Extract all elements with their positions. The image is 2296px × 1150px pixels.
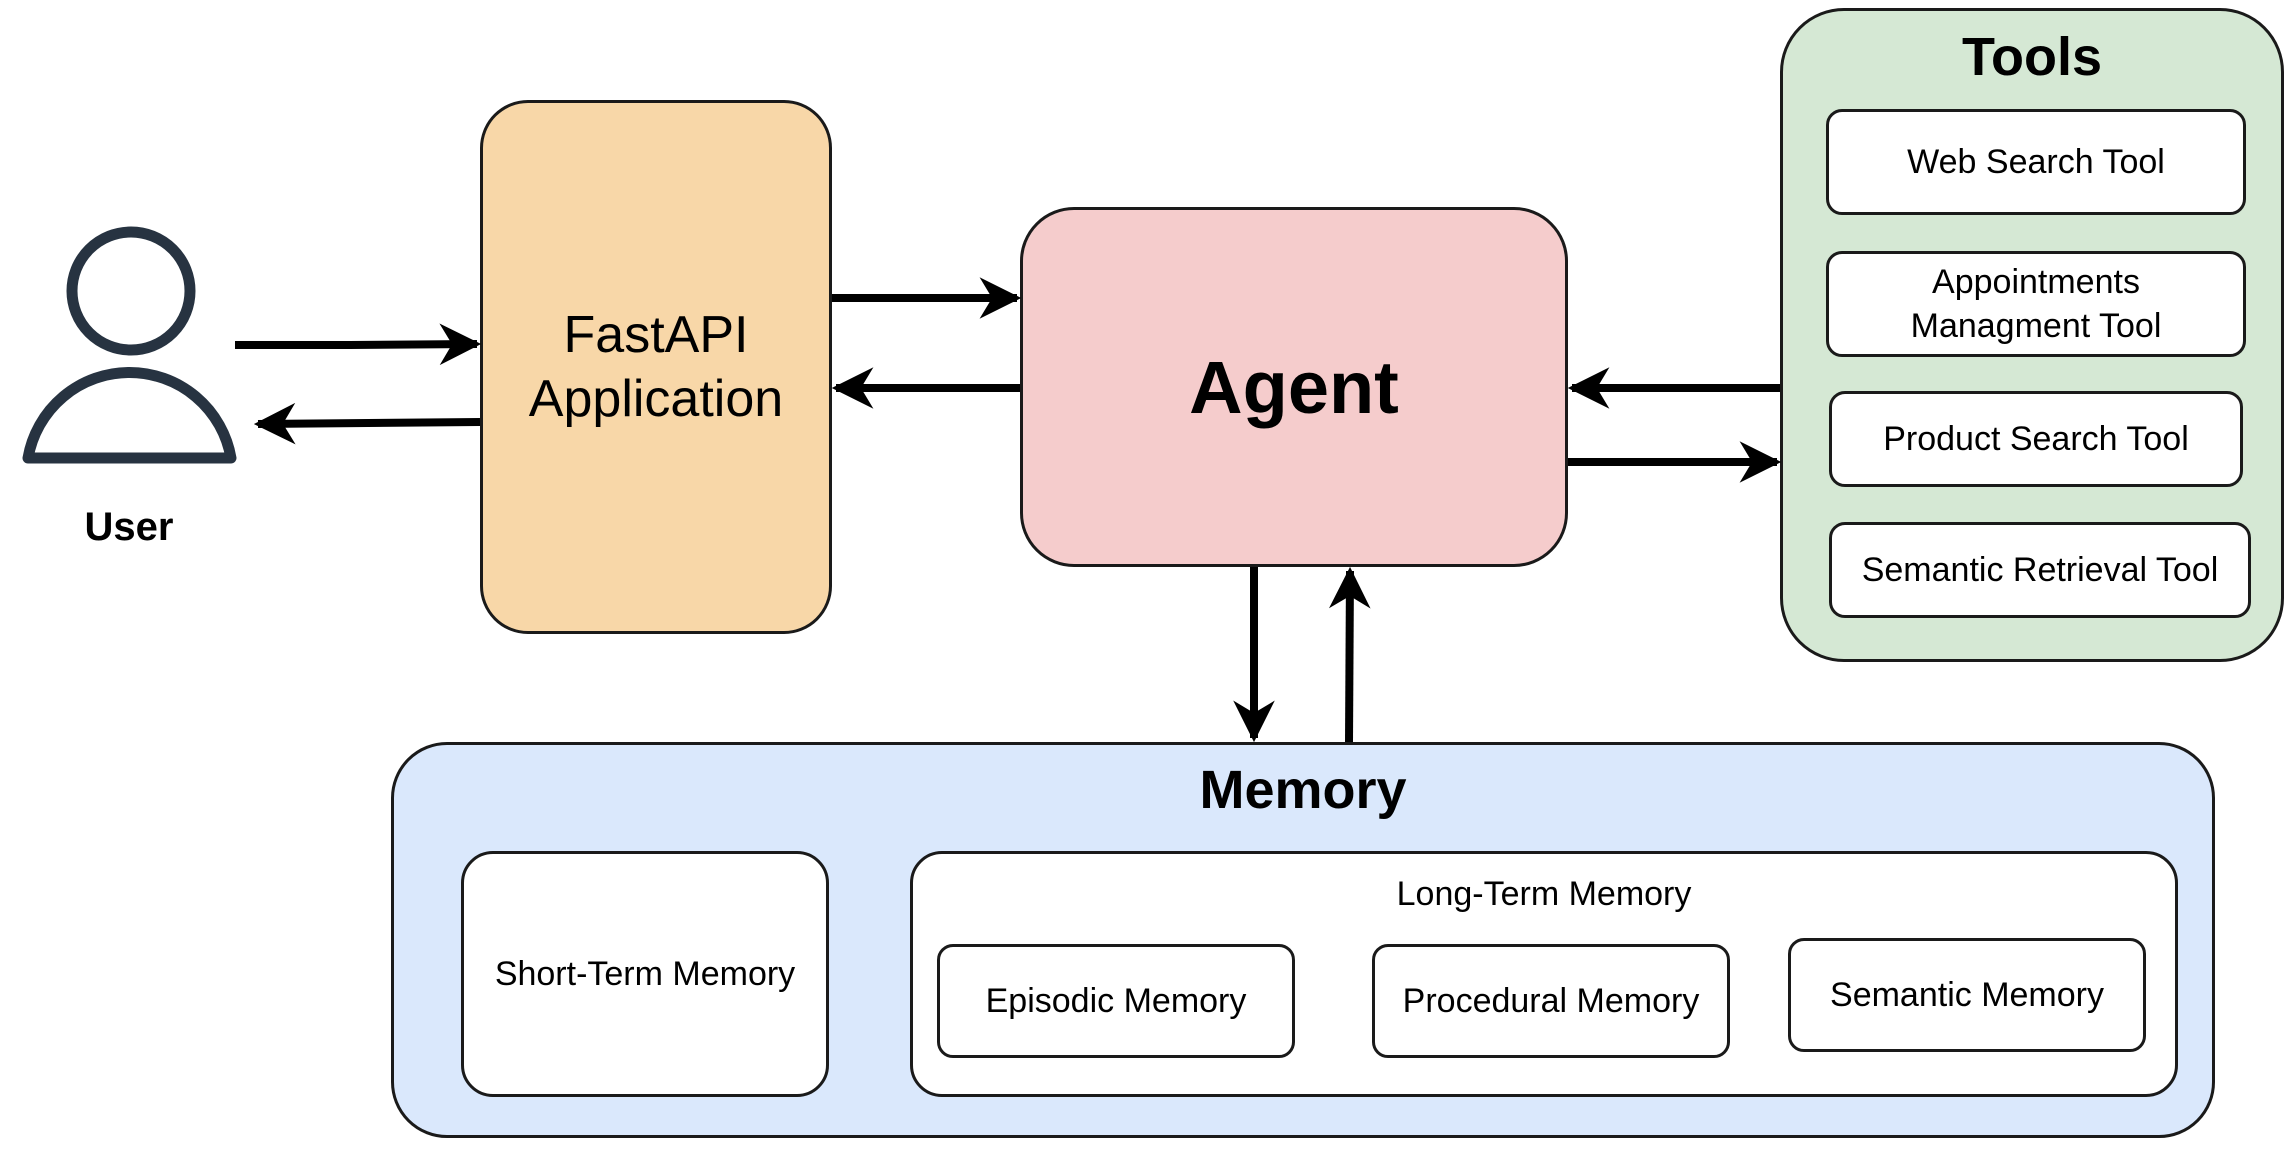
fastapi-label-line1: FastAPI xyxy=(563,306,749,364)
memory-title: Memory xyxy=(1199,760,1407,820)
procedural-memory: Procedural Memory xyxy=(1372,944,1730,1058)
semantic-retrieval-tool: Semantic Retrieval Tool xyxy=(1829,522,2251,618)
arrow-memory-to-agent xyxy=(1328,566,1371,743)
user-label: User xyxy=(84,505,174,549)
episodic-memory: Episodic Memory xyxy=(937,944,1295,1058)
arrow-user-to-fastapi xyxy=(235,323,482,366)
agent-label: Agent xyxy=(1189,345,1399,429)
fastapi-label-line2: Application xyxy=(528,370,784,428)
appointments-managment-tool: Appointments Managment Tool xyxy=(1826,251,2246,357)
tools-group: Tools Web Search Tool Appointments Manag… xyxy=(1780,8,2284,662)
semantic-memory: Semantic Memory xyxy=(1788,938,2146,1052)
memory-group: Memory Short-Term Memory Long-Term Memor… xyxy=(391,742,2215,1138)
fastapi-application-node: FastAPI Application xyxy=(480,100,832,634)
agent-node: Agent xyxy=(1020,207,1568,567)
tools-title: Tools xyxy=(1962,27,2102,87)
web-search-tool: Web Search Tool xyxy=(1826,109,2246,215)
arrow-fastapi-to-user xyxy=(253,402,481,445)
long-term-memory-group: Long-Term Memory Episodic Memory Procedu… xyxy=(910,851,2178,1097)
long-term-memory-title: Long-Term Memory xyxy=(1396,875,1692,913)
short-term-memory: Short-Term Memory xyxy=(461,851,829,1097)
product-search-tool: Product Search Tool xyxy=(1829,391,2243,487)
